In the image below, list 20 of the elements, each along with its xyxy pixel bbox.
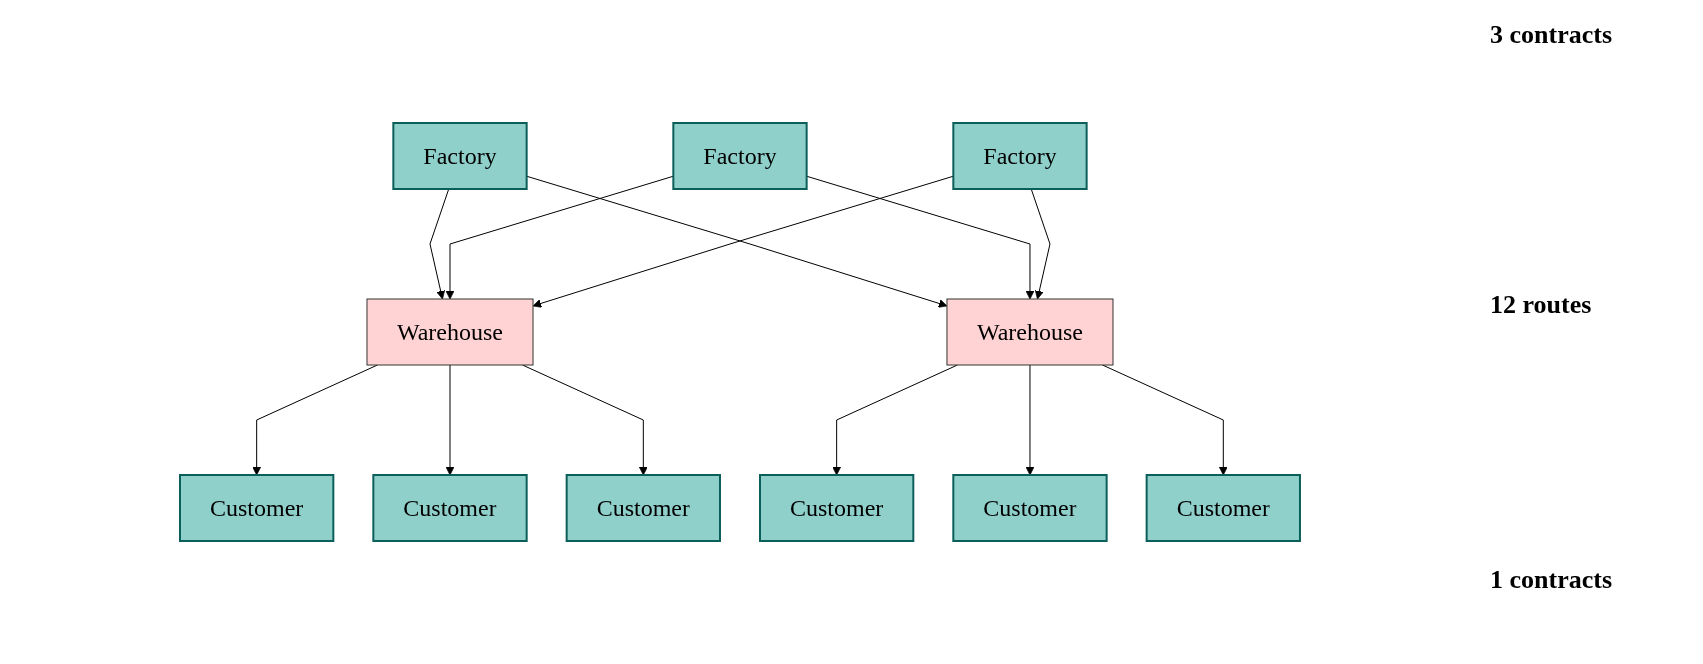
node-box: Customer xyxy=(1145,474,1301,542)
row-note: 3 contracts xyxy=(1490,20,1612,50)
node-box: Factory xyxy=(392,122,528,190)
node-box: Factory xyxy=(952,122,1088,190)
arrow xyxy=(445,364,455,476)
node-box: Warehouse xyxy=(946,298,1114,366)
arrow xyxy=(445,175,674,300)
row-note: 12 routes xyxy=(1490,290,1592,320)
node-box: Customer xyxy=(952,474,1108,542)
node-box: Customer xyxy=(759,474,915,542)
arrow xyxy=(1030,188,1051,300)
arrow xyxy=(806,175,1035,300)
row-note: 1 contracts xyxy=(1490,565,1612,595)
node-box: Customer xyxy=(179,474,335,542)
node-box: Warehouse xyxy=(366,298,534,366)
arrow xyxy=(1025,364,1035,476)
arrow xyxy=(429,188,450,300)
node-box: Customer xyxy=(565,474,721,542)
node-box: Customer xyxy=(372,474,528,542)
node-box: Factory xyxy=(672,122,808,190)
